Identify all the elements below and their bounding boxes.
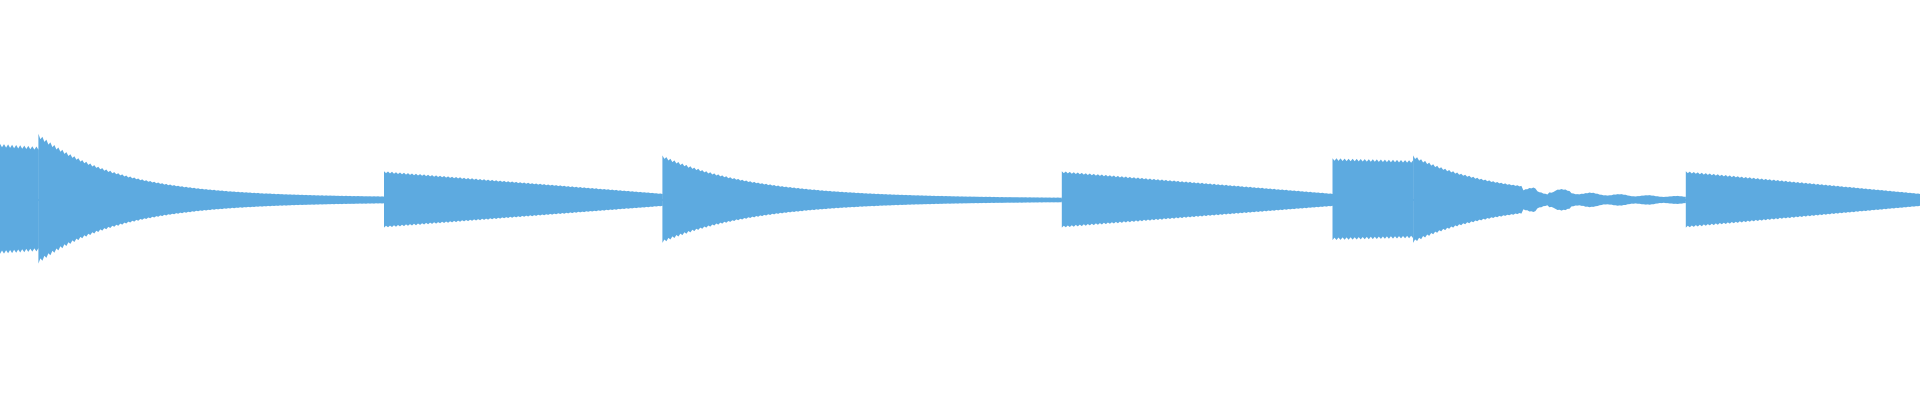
waveform-segments <box>0 133 1920 264</box>
waveform-sound-2 <box>38 133 385 264</box>
waveform-sound-1 <box>0 143 39 254</box>
waveform-baseline <box>0 199 1920 201</box>
